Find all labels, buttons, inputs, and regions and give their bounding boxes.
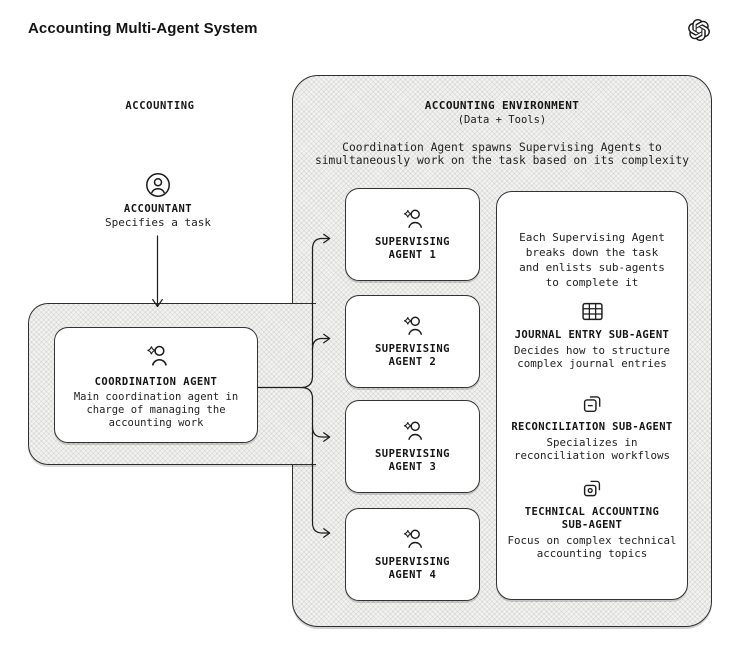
coordination-agent-title: COORDINATION AGENT [94,375,218,388]
supervising-agent-2-label: SUPERVISING AGENT 2 [374,343,451,368]
reconciliation-subagent: RECONCILIATION SUB-AGENT Specializes in … [497,391,687,462]
journal-entry-subagent-title: JOURNAL ENTRY SUB-AGENT [514,329,670,341]
reconciliation-doc-icon [583,396,600,413]
accountant-node: ACCOUNTANT Specifies a task [77,172,239,229]
accountant-label: ACCOUNTANT [123,203,193,215]
agent-sparkle-icon [404,316,423,335]
journal-entry-subagent: JOURNAL ENTRY SUB-AGENT Decides how to s… [497,299,687,370]
technical-accounting-subagent-title: TECHNICAL ACCOUNTING SUB-AGENT [524,506,660,531]
supervising-agent-1-label: SUPERVISING AGENT 1 [374,236,451,261]
reconciliation-subagent-description: Specializes in reconciliation workflows [513,436,670,462]
environment-subtitle: (Data + Tools) [457,114,547,126]
agent-sparkle-icon [146,345,167,366]
supervising-agent-3-label: SUPERVISING AGENT 3 [374,448,451,473]
technical-doc-icon [583,480,600,497]
agent-sparkle-icon [404,529,423,548]
supervising-agent-2-box: SUPERVISING AGENT 2 [345,295,480,388]
accountant-sublabel: Specifies a task [105,216,211,229]
supervising-agent-1-box: SUPERVISING AGENT 1 [345,188,480,281]
supervising-agent-4-label: SUPERVISING AGENT 4 [374,556,451,581]
coordination-agent-description: Main coordination agent in charge of man… [73,390,239,429]
environment-title: ACCOUNTING ENVIRONMENT [424,99,580,112]
technical-accounting-subagent: TECHNICAL ACCOUNTING SUB-AGENT Focus on … [497,476,687,560]
technical-accounting-subagent-description: Focus on complex technical accounting to… [507,534,677,560]
accounting-section-label: ACCOUNTING [125,100,195,112]
environment-description: Coordination Agent spawns Supervising Ag… [314,141,690,167]
subagents-panel: Each Supervising Agent breaks down the t… [496,191,688,600]
coordination-agent-box: COORDINATION AGENT Main coordination age… [54,327,258,443]
supervising-agent-3-box: SUPERVISING AGENT 3 [345,400,480,493]
accountant-user-icon [146,173,170,197]
reconciliation-subagent-title: RECONCILIATION SUB-AGENT [511,421,673,433]
openai-logo-icon [688,19,710,41]
supervising-agent-4-box: SUPERVISING AGENT 4 [345,508,480,601]
agent-sparkle-icon [404,421,423,440]
subagents-panel-intro: Each Supervising Agent breaks down the t… [519,231,665,289]
journal-entry-subagent-description: Decides how to structure complex journal… [513,344,670,370]
agent-sparkle-icon [404,209,423,228]
journal-table-icon [581,302,603,321]
accountant-to-coordination-arrow [152,235,163,308]
page-title: Accounting Multi-Agent System [28,20,258,37]
environment-header: ACCOUNTING ENVIRONMENT (Data + Tools) Co… [292,99,712,167]
